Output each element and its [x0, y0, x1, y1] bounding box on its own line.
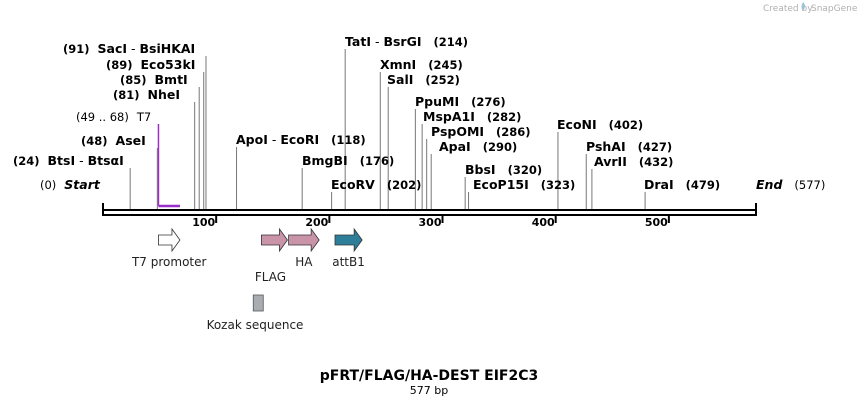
site-label-apoi-ecori[interactable]: ApoI - EcoRI(118) — [236, 132, 366, 147]
site-label-start[interactable]: (0)Start — [40, 177, 101, 192]
site-label-drai[interactable]: DraI(479) — [644, 177, 720, 192]
site-label-ecop15i[interactable]: EcoP15I(323) — [473, 177, 575, 192]
features — [158, 227, 363, 312]
site-label-btsi-btsai[interactable]: (24)BtsI - BtsαI — [13, 153, 124, 168]
ruler-tick-label: 300 — [419, 216, 442, 229]
site-label-bmti[interactable]: (85)BmtI — [120, 72, 188, 87]
credit-text: Created by — [763, 4, 813, 14]
ruler-tick-label: 400 — [532, 216, 555, 229]
site-label-xmni[interactable]: XmnI(245) — [380, 57, 463, 72]
primer-label-t7[interactable]: (49 .. 68)T7 — [76, 110, 151, 124]
site-label-sali[interactable]: SalI(252) — [387, 72, 460, 87]
site-label-saci-bsihkai[interactable]: (91)SacI - BsiHKAI — [63, 41, 195, 56]
feature-labels: T7 promoter FLAG HA attB1 Kozak sequence — [131, 255, 365, 332]
site-label-apai[interactable]: ApaI(290) — [439, 139, 517, 154]
site-label-tati-bsrgi[interactable]: TatI - BsrGI(214) — [345, 34, 468, 49]
feature-arrow[interactable] — [334, 227, 363, 253]
ruler-tick-label: 200 — [305, 216, 328, 229]
site-lines — [129, 49, 646, 209]
site-label-eco53ki[interactable]: (89)Eco53kI — [106, 57, 195, 72]
map-length: 577 bp — [410, 384, 448, 397]
site-label-nhei[interactable]: (81)NheI — [113, 87, 180, 102]
site-label-econi[interactable]: EcoNI(402) — [557, 117, 643, 132]
ruler-ticks: 100 200 300 400 500 — [192, 216, 670, 229]
site-label-asei[interactable]: (48)AseI — [81, 133, 146, 148]
map-title: pFRT/FLAG/HA-DEST EIF2C3 — [320, 368, 538, 384]
feature-arrow[interactable] — [158, 227, 181, 253]
site-pos: (91) — [63, 42, 90, 56]
sequence-backbone — [102, 203, 757, 216]
feature-label-ha[interactable]: HA — [295, 255, 313, 269]
feature-label-flag[interactable]: FLAG — [255, 270, 286, 284]
ruler-tick-label: 100 — [192, 216, 215, 229]
feature-box[interactable] — [252, 294, 264, 312]
site-name: SacI — [98, 41, 128, 56]
site-labels: (91)SacI - BsiHKAI (89)Eco53kI (85)BmtI … — [13, 34, 825, 192]
ruler-tick-label: 500 — [645, 216, 668, 229]
feature-label-kozak[interactable]: Kozak sequence — [207, 318, 304, 332]
snapgene-logo-text: SnapGene — [811, 4, 858, 14]
site-label-ppumi[interactable]: PpuMI(276) — [415, 94, 506, 109]
site-label-end[interactable]: End(577) — [756, 177, 825, 192]
feature-label-t7-promoter[interactable]: T7 promoter — [131, 255, 207, 269]
site-label-bbsi[interactable]: BbsI(320) — [465, 162, 542, 177]
snapgene-logo-icon — [801, 2, 805, 11]
feature-arrow[interactable] — [261, 227, 288, 253]
feature-arrow[interactable] — [288, 227, 320, 253]
site-label-pspomi[interactable]: PspOMI(286) — [431, 124, 531, 139]
site-label-mspa1i[interactable]: MspA1I(282) — [423, 109, 521, 124]
site-label-bmgbi[interactable]: BmgBI(176) — [302, 153, 394, 168]
site-label-avrii[interactable]: AvrII(432) — [594, 154, 673, 169]
site-label-ecorv[interactable]: EcoRV(202) — [331, 177, 421, 192]
primer-t7[interactable] — [157, 124, 180, 208]
site-label-pshai[interactable]: PshAI(427) — [586, 139, 672, 154]
feature-label-attb1[interactable]: attB1 — [332, 255, 365, 269]
